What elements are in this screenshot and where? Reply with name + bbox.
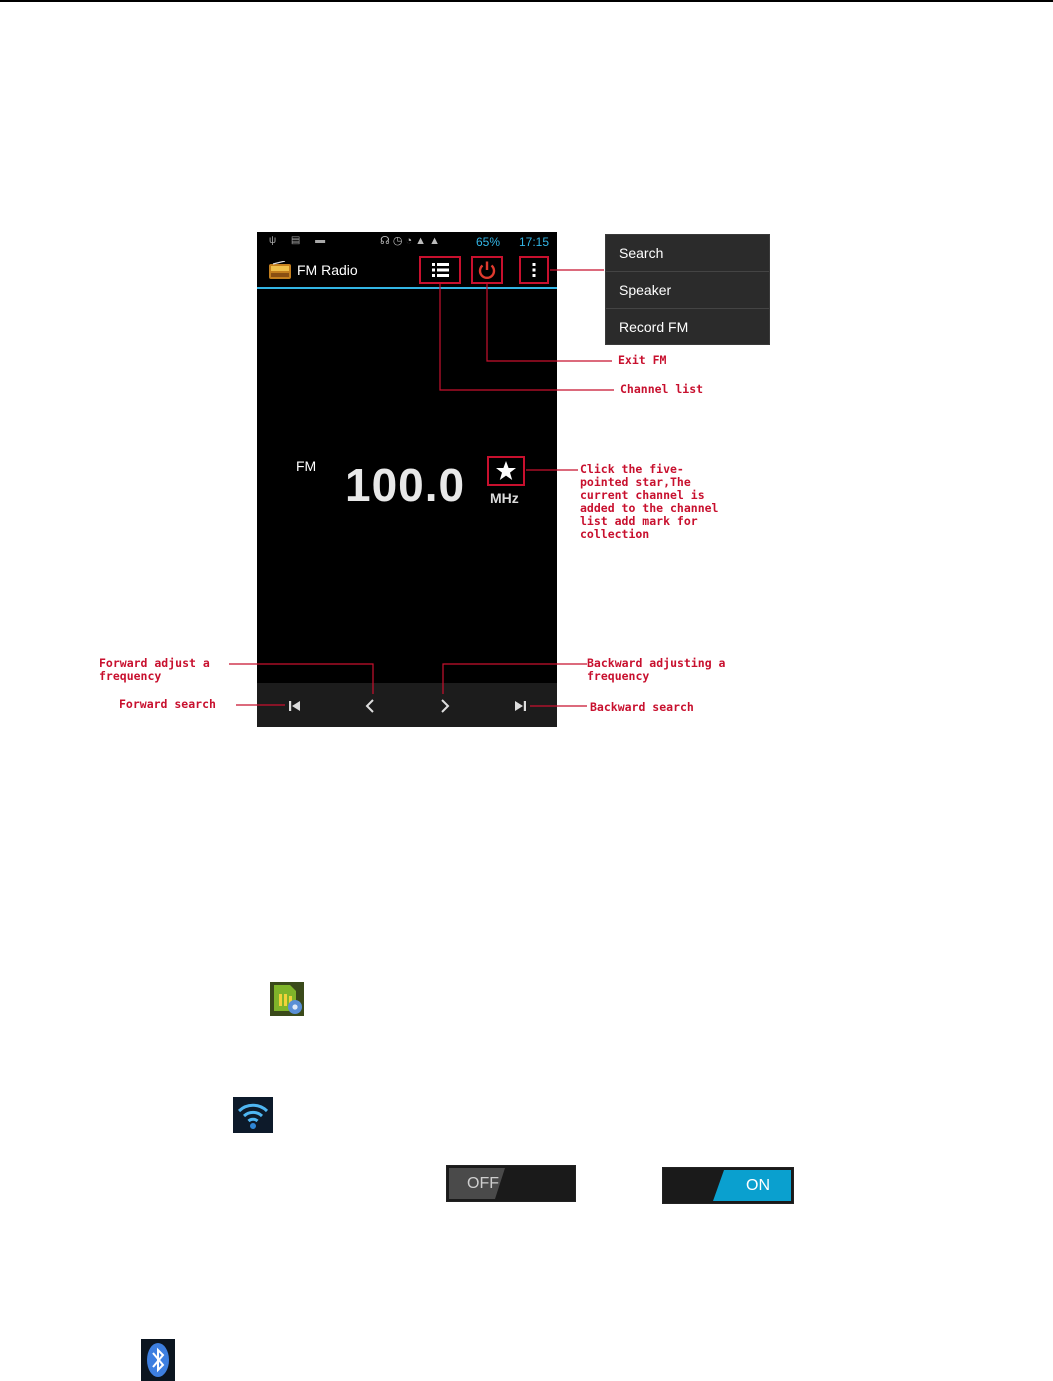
status-icons: ☊ ◷ ◔ ▲ ▲ <box>380 234 440 247</box>
toggle-on-thumb <box>663 1168 793 1203</box>
options-menu: Search Speaker Record FM <box>605 234 770 345</box>
fm-radio-screen: ψ ▤ ▬ ☊ ◷ ◔ ▲ ▲ 65% 17:15 FM Radio <box>257 232 557 727</box>
previous-station-icon[interactable] <box>284 695 306 717</box>
list-icon <box>421 258 459 282</box>
toggle-off-label: OFF <box>467 1175 499 1193</box>
status-bar: ψ ▤ ▬ ☊ ◷ ◔ ▲ ▲ 65% 17:15 <box>257 232 557 252</box>
next-station-icon[interactable] <box>509 695 531 717</box>
app-title: FM Radio <box>297 262 358 278</box>
channel-list-annotation: Channel list <box>620 383 703 396</box>
radio-icon <box>269 261 291 279</box>
clock: 17:15 <box>519 235 549 249</box>
exit-fm-annotation: Exit FM <box>618 354 666 367</box>
battery-level: 65% <box>476 235 500 249</box>
frequency-unit: MHz <box>490 490 519 506</box>
bluetooth-icon <box>141 1339 175 1381</box>
star-annotation: Click the five- pointed star,The current… <box>580 463 718 541</box>
chevron-right-icon[interactable] <box>434 695 456 717</box>
toggle-off[interactable]: OFF <box>446 1165 576 1202</box>
tuning-bar <box>257 683 557 727</box>
sim-settings-icon <box>270 982 304 1016</box>
frequency-display: 100.0 <box>345 458 465 512</box>
notification-icons: ψ ▤ ▬ <box>269 235 331 246</box>
toggle-on[interactable]: ON <box>662 1167 794 1204</box>
menu-item-speaker[interactable]: Speaker <box>606 272 769 309</box>
forward-search-annotation: Forward search <box>119 698 216 711</box>
more-vertical-icon <box>521 258 547 282</box>
toggle-on-label: ON <box>746 1177 770 1195</box>
power-icon <box>473 258 501 282</box>
favorite-star-button[interactable] <box>487 456 525 486</box>
band-label: FM <box>296 458 316 474</box>
channel-list-button[interactable] <box>419 256 461 284</box>
menu-item-record-fm[interactable]: Record FM <box>606 309 769 346</box>
forward-adjust-annotation: Forward adjust a frequency <box>99 657 210 683</box>
backward-adjust-annotation: Backward adjusting a frequency <box>587 657 725 683</box>
backward-search-annotation: Backward search <box>590 701 694 714</box>
chevron-left-icon[interactable] <box>359 695 381 717</box>
exit-fm-button[interactable] <box>471 256 503 284</box>
star-icon <box>489 458 523 484</box>
menu-item-search[interactable]: Search <box>606 235 769 272</box>
page-top-rule <box>0 0 1053 2</box>
overflow-menu-button[interactable] <box>519 256 549 284</box>
wifi-icon <box>233 1097 273 1133</box>
action-bar: FM Radio <box>257 252 557 289</box>
